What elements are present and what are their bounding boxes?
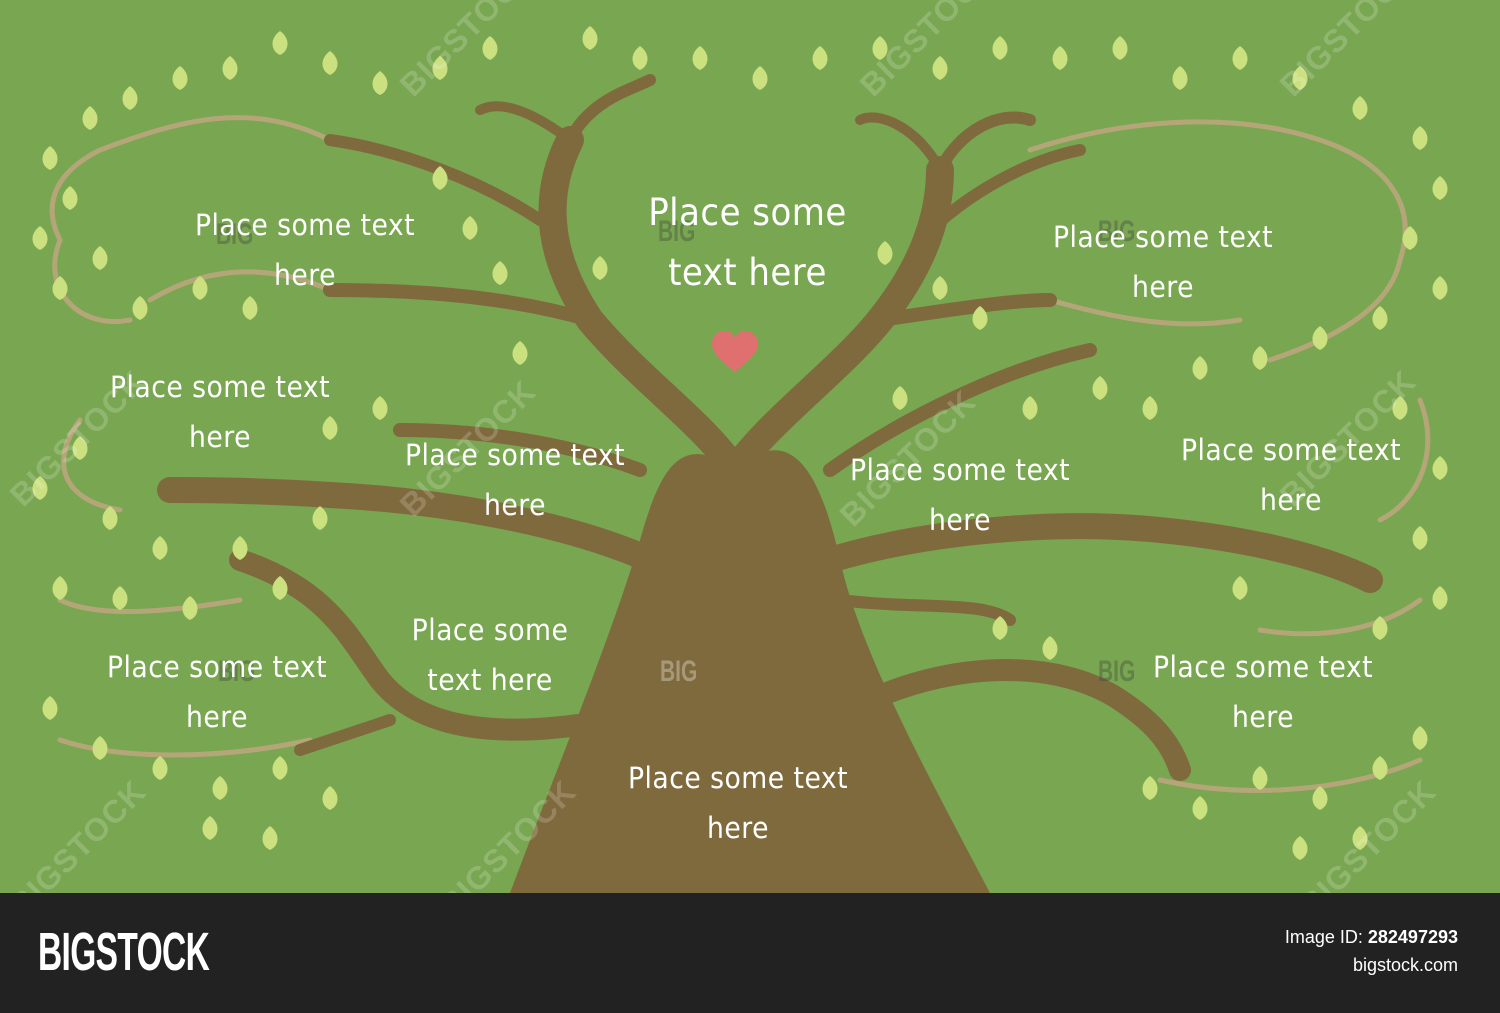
trunk: [157, 74, 1383, 893]
image-id: Image ID: 282497293: [1284, 927, 1458, 947]
site-link[interactable]: bigstock.com: [1352, 955, 1458, 975]
brand-logo: BIGSTOCK: [38, 922, 210, 982]
watermark-big: BIG: [218, 655, 256, 688]
image-meta: Image ID: 282497293 bigstock.com: [1285, 923, 1458, 979]
footer-bar: BIGSTOCK Image ID: 282497293 bigstock.co…: [0, 893, 1500, 1013]
tree-illustration: BIGSTOCK BIGSTOCK BIGSTOCK BIGSTOCK BIGS…: [0, 0, 1500, 893]
watermark-big: BIG: [660, 655, 698, 688]
twigs: [49, 115, 1431, 793]
watermark-big: BIG: [1098, 215, 1136, 248]
watermark-big: BIG: [1098, 655, 1136, 688]
tree-graphic: [32, 26, 1448, 893]
watermark-big: BIG: [216, 218, 254, 251]
watermark-big: BIG: [658, 215, 696, 248]
heart-icon: [712, 331, 758, 372]
